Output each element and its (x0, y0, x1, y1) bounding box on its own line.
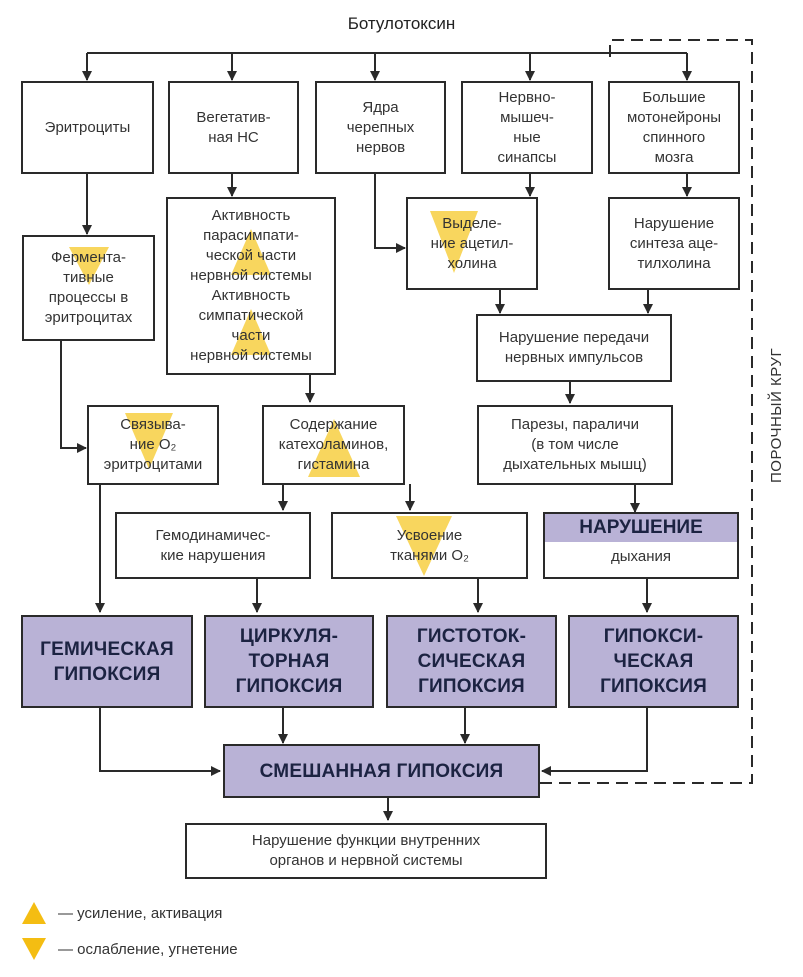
box-hemodynamic: Гемодинамичес- кие нарушения (115, 512, 311, 579)
box-label: Связыва- ние O₂ эритроцитами (103, 416, 203, 473)
legend-label: — усиление, активация (58, 904, 223, 922)
legend-item-decrease: — ослабление, угнетение (22, 938, 238, 960)
legend-item-increase: — усиление, активация (22, 902, 222, 924)
increase-marker-icon (231, 309, 271, 355)
decrease-triangle-icon (22, 938, 46, 960)
box-impulse-transmission: Нарушение передачи нервных импульсов (476, 314, 672, 382)
box-autonomic-activity: Активность парасимпати- ческой части нер… (166, 197, 336, 375)
breathing-heading: НАРУШЕНИЕ (545, 514, 737, 542)
increase-triangle-icon (22, 902, 46, 924)
box-label: Нервно- мышеч- ные синапсы (497, 88, 557, 166)
box-ach-release: Выделе- ние ацетил- холина (406, 197, 538, 290)
box-label: Усвоение тканями O₂ (390, 526, 469, 564)
box-label: Ядра черепных нервов (346, 98, 415, 156)
box-label: Нарушение передачи нервных импульсов (498, 329, 650, 366)
box-label: ГИСТОТОК- СИЧЕСКАЯ ГИПОКСИЯ (416, 626, 527, 697)
box-motoneurons: Большие мотонейроны спинного мозга (608, 81, 740, 174)
box-label: ЦИРКУЛЯ- ТОРНАЯ ГИПОКСИЯ (235, 626, 343, 697)
box-cranial-nuclei: Ядра черепных нервов (315, 81, 446, 174)
box-enzymatic-processes: Фермента- тивные процессы в эритроцитах (22, 235, 155, 341)
decrease-marker-icon (396, 516, 452, 576)
box-o2-binding: Связыва- ние O₂ эритроцитами (87, 405, 219, 485)
box-label: СМЕШАННАЯ ГИПОКСИЯ (259, 760, 504, 782)
decrease-marker-icon (125, 413, 173, 469)
arrow-to-ach-release (374, 172, 406, 253)
box-circulatory-hypoxia: ЦИРКУЛЯ- ТОРНАЯ ГИПОКСИЯ (204, 615, 374, 708)
box-paresis: Парезы, параличи (в том числе дыхательны… (477, 405, 673, 485)
diagram-title: Ботулотоксин (347, 14, 456, 33)
box-label: Гемодинамичес- кие нарушения (155, 526, 271, 564)
box-hypoxic-hypoxia: ГИПОКСИ- ЧЕСКАЯ ГИПОКСИЯ (568, 615, 739, 708)
box-label: Выделе- ние ацетил- холина (430, 214, 514, 272)
box-erythrocytes: Эритроциты (21, 81, 154, 174)
box-label: Фермента- тивные процессы в эритроцитах (44, 249, 133, 326)
box-label: ГЕМИЧЕСКАЯ ГИПОКСИЯ (40, 638, 174, 685)
box-mixed-hypoxia: СМЕШАННАЯ ГИПОКСИЯ (223, 744, 540, 798)
box-label: ГИПОКСИ- ЧЕСКАЯ ГИПОКСИЯ (600, 626, 707, 697)
decrease-marker-icon (69, 247, 109, 285)
increase-marker-icon (308, 419, 360, 477)
box-organ-dysfunction: Нарушение функции внутренних органов и н… (185, 823, 547, 879)
increase-marker-icon (231, 229, 271, 275)
box-label: Вегетатив- ная НС (196, 108, 271, 146)
arrow-hemic-to-mixed (99, 707, 221, 776)
box-hemic-hypoxia: ГЕМИЧЕСКАЯ ГИПОКСИЯ (21, 615, 193, 708)
arrow-to-o2-binding (60, 340, 87, 453)
box-catecholamines: Содержание катехоламинов, гистамина (262, 405, 405, 485)
decrease-marker-icon (430, 211, 478, 273)
arrow-hypoxic-to-mixed (541, 707, 648, 776)
box-label: Нарушение синтеза аце- тилхолина (629, 214, 719, 272)
box-neuromuscular-synapses: Нервно- мышеч- ные синапсы (461, 81, 593, 174)
box-vegetative-ns: Вегетатив- ная НС (168, 81, 299, 174)
box-label: Нарушение функции внутренних органов и н… (251, 832, 481, 869)
breathing-sub: дыхания (611, 548, 671, 565)
box-label: Парезы, параличи (в том числе дыхательны… (503, 416, 647, 473)
arrows (60, 39, 753, 821)
box-ach-synthesis: Нарушение синтеза аце- тилхолина (608, 197, 740, 290)
box-o2-uptake: Усвоение тканями O₂ (331, 512, 528, 579)
legend-label: — ослабление, угнетение (58, 940, 238, 958)
box-label: Эритроциты (44, 118, 131, 136)
box-histotoxic-hypoxia: ГИСТОТОК- СИЧЕСКАЯ ГИПОКСИЯ (386, 615, 557, 708)
box-label: Активность парасимпати- ческой части нер… (190, 207, 312, 364)
box-label: Содержание катехоламинов, гистамина (278, 416, 389, 473)
vicious-circle-dashed-line (540, 39, 753, 784)
vicious-circle-label: ПОРОЧНЫЙ КРУГ (768, 347, 785, 483)
box-breathing-disorder: НАРУШЕНИЕ дыхания (543, 512, 739, 579)
box-label: Большие мотонейроны спинного мозга (626, 88, 722, 166)
